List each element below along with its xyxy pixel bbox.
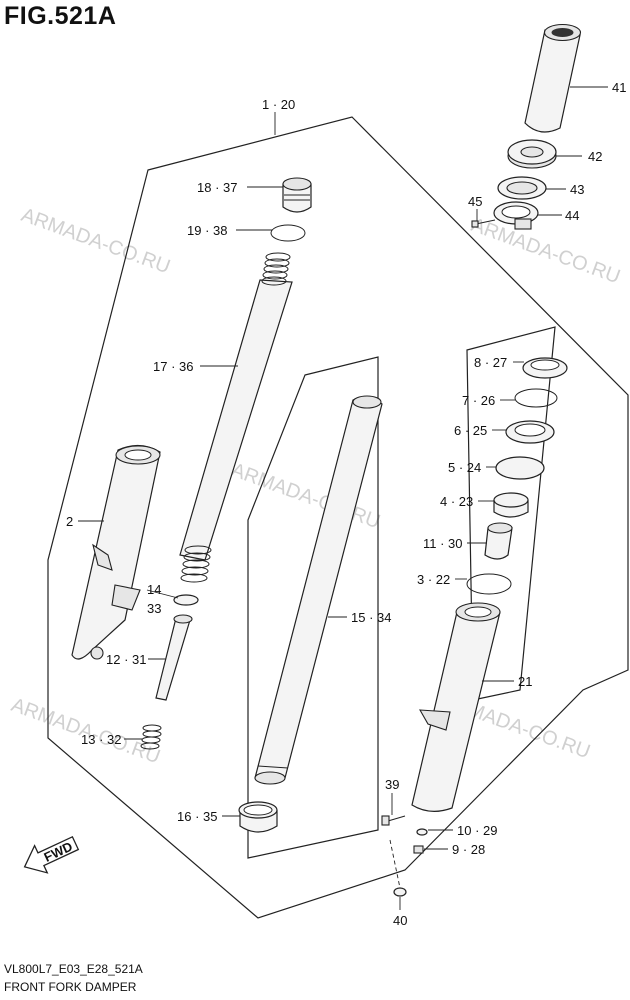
part-12-rod [155, 614, 193, 701]
part-11-guide [484, 522, 513, 560]
part-7-retainer [514, 388, 558, 408]
part-5-washer [495, 456, 545, 480]
callout-21: 21 [518, 674, 532, 689]
watermark: ARMADA-CO.RU [18, 204, 173, 278]
callout-43: 43 [570, 182, 584, 197]
part-16-guide-bush [238, 801, 278, 833]
callout-1-20: 1 · 20 [262, 97, 295, 112]
callout-13-32: 13 · 32 [81, 732, 121, 747]
callout-19-38: 19 · 38 [187, 223, 227, 238]
part-6-oil-seal [505, 420, 555, 444]
callout-7-26: 7 · 26 [462, 393, 495, 408]
callout-4-23: 4 · 23 [440, 494, 473, 509]
assembly-frame-inner [247, 356, 379, 859]
part-4-bushing [493, 492, 529, 518]
callout-14: 14 [147, 582, 161, 597]
callout-39: 39 [385, 777, 399, 792]
part-18-cap-bolt [282, 177, 312, 213]
figure-title: FIG.521A [4, 2, 117, 30]
assembly-frame-outer [47, 116, 629, 919]
part-40-cap [393, 887, 407, 897]
callout-15-34: 15 · 34 [351, 610, 391, 625]
part-8-dust-seal [522, 357, 568, 379]
callout-44: 44 [565, 208, 579, 223]
part-3-snap-ring [466, 573, 512, 595]
callout-17-36: 17 · 36 [153, 359, 193, 374]
callout-41: 41 [612, 80, 626, 95]
leader-lines [78, 86, 608, 910]
part-19-o-ring [270, 224, 306, 242]
part-14-ring [173, 594, 199, 606]
part-9-screw [413, 845, 424, 854]
part-2-slider [71, 444, 161, 660]
callout-42: 42 [588, 149, 602, 164]
callout-5-24: 5 · 24 [448, 460, 481, 475]
callout-10-29: 10 · 29 [457, 823, 497, 838]
fwd-label: FWD [42, 839, 75, 865]
part-17-damper-rod [179, 252, 293, 583]
callout-11-30: 11 · 30 [423, 536, 463, 551]
part-45-screw [471, 219, 496, 228]
axis-dash [389, 839, 401, 889]
part-43-washer [497, 176, 547, 200]
callout-8-27: 8 · 27 [474, 355, 507, 370]
callout-6-25: 6 · 25 [454, 423, 487, 438]
watermark: ARMADA-CO.RU [468, 214, 623, 288]
callout-33: 33 [147, 601, 161, 616]
callouts: 1 · 20 18 · 37 19 · 38 17 · 36 2 14 33 1… [66, 80, 626, 928]
part-44-clamp [493, 201, 539, 230]
callout-9-28: 9 · 28 [452, 842, 485, 857]
footer-name: FRONT FORK DAMPER [4, 980, 137, 994]
callout-16-35: 16 · 35 [177, 809, 217, 824]
callout-18-37: 18 · 37 [197, 180, 237, 195]
part-21-outer-tube [411, 602, 501, 812]
part-41-tube-cover [524, 23, 582, 133]
callout-3-22: 3 · 22 [417, 572, 450, 587]
part-15-inner-tube [254, 395, 383, 785]
callout-12-31: 12 · 31 [106, 652, 146, 667]
footer-code: VL800L7_E03_E28_521A [4, 962, 143, 976]
callout-45: 45 [468, 194, 482, 209]
part-13-spring [140, 724, 162, 750]
part-10-washer [416, 828, 428, 836]
part-39-bolt [381, 815, 406, 826]
assembly-frame-right [466, 326, 556, 701]
callout-40: 40 [393, 913, 407, 928]
fwd-arrow-icon: FWD [23, 835, 80, 874]
part-42-nut [507, 139, 557, 169]
callout-2: 2 [66, 514, 73, 529]
